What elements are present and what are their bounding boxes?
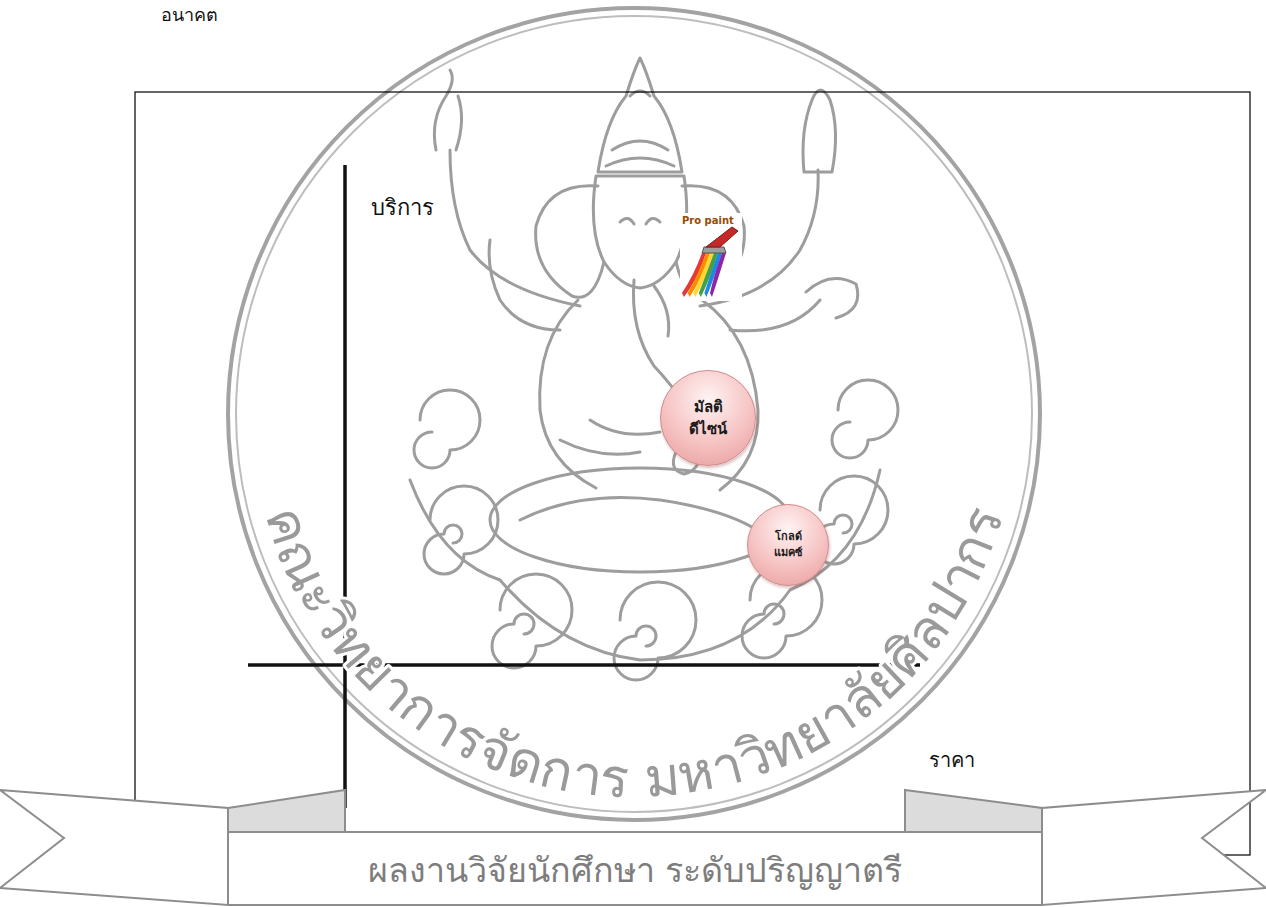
brush-handle xyxy=(706,227,738,247)
service-axis xyxy=(343,165,347,808)
belly-lines xyxy=(560,420,660,454)
trunk xyxy=(654,286,669,336)
axis-label: ราคา xyxy=(926,744,978,776)
ganesha-figure xyxy=(410,58,898,680)
ear xyxy=(536,186,604,298)
legs xyxy=(490,468,790,572)
banner-tail xyxy=(0,790,228,905)
eyes xyxy=(620,218,660,224)
cloud-swirl xyxy=(414,390,480,468)
arm xyxy=(450,150,580,306)
paint-stripe xyxy=(710,253,726,297)
banner-fold xyxy=(228,790,345,832)
brush-ferrule xyxy=(702,247,726,253)
brand-icon: Pro paint xyxy=(680,213,742,301)
watermark-text: คณะวิทยาการจัดการ มหาวิทยาลัยศิลปากร xyxy=(252,499,1015,810)
crown-detail xyxy=(606,91,674,166)
seal-ring xyxy=(236,16,1032,812)
arm xyxy=(730,279,858,331)
watermark-text: ผลงานวิจัยนักศึกษา ระดับปริญญาตรี xyxy=(365,843,906,897)
legs xyxy=(520,498,770,541)
node-label: Pro paint xyxy=(680,213,742,226)
frame xyxy=(135,92,1250,855)
arm xyxy=(489,240,560,330)
cloud-swirl xyxy=(832,380,898,458)
cloud-swirl xyxy=(492,574,572,668)
banner-tail xyxy=(1042,790,1266,905)
lotus xyxy=(803,90,836,172)
banner-box xyxy=(228,832,1042,905)
node-label: มัลติ ดีไซน์ xyxy=(677,396,739,441)
crown xyxy=(598,58,682,172)
brush-picture xyxy=(680,213,742,301)
brand-circle: โกลด์ แมคซ์ xyxy=(747,504,829,586)
banner-fold xyxy=(905,790,1042,832)
head xyxy=(593,176,686,288)
brand-circle: มัลติ ดีไซน์ xyxy=(660,370,756,466)
cloud-outline xyxy=(410,470,880,660)
axis-label: บริการ xyxy=(368,190,437,225)
seal-ring xyxy=(228,8,1040,820)
node-label: โกลด์ แมคซ์ xyxy=(766,529,810,562)
note-fragment: อนาคต xyxy=(158,0,221,29)
axe xyxy=(434,70,461,150)
